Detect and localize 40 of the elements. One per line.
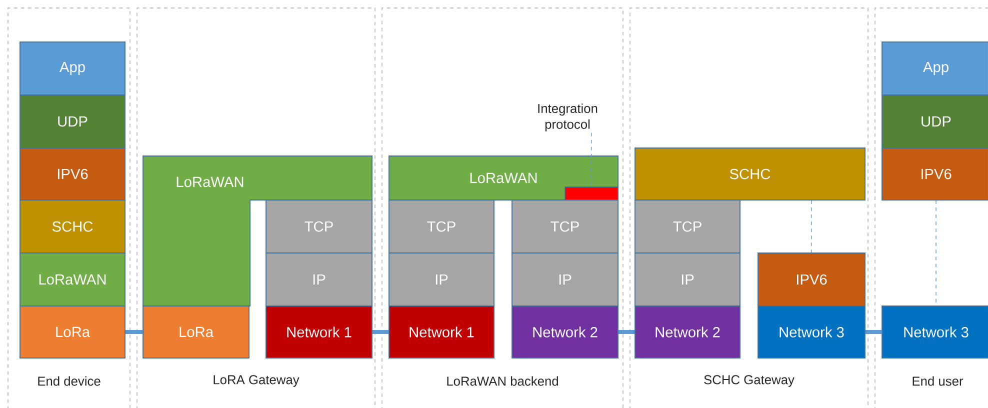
connector-line xyxy=(865,330,882,334)
connector-line xyxy=(372,330,389,334)
layer-block: Network 2 xyxy=(634,306,740,358)
layer-block: IP xyxy=(634,252,740,306)
layer-block: Network 1 xyxy=(266,306,372,358)
layer-block: SCHC xyxy=(20,200,126,254)
layer-block: IP xyxy=(388,252,494,306)
layer-block: UDP xyxy=(20,94,126,148)
layer-block: TCP xyxy=(266,200,372,254)
layer-block: IPV6 xyxy=(882,148,988,200)
layer-block: SCHC xyxy=(634,148,866,200)
layer-block: TCP xyxy=(388,200,494,254)
connector-line xyxy=(125,330,143,334)
layer-block: UDP xyxy=(882,94,988,148)
marker-box xyxy=(564,186,618,200)
connector-line xyxy=(618,330,635,334)
leader-line xyxy=(591,132,592,187)
layer-block: App xyxy=(882,42,988,96)
layer-block: Network 2 xyxy=(512,306,618,358)
layer-block: IPV6 xyxy=(20,148,126,200)
column-label: LoRA Gateway xyxy=(214,375,300,387)
column-label: End user xyxy=(912,376,964,386)
layer-block: Network 1 xyxy=(388,306,494,358)
callout-text: Integration protocol xyxy=(538,104,598,132)
column-label: LoRaWAN backend xyxy=(447,376,558,386)
layer-block: Network 3 xyxy=(758,306,866,358)
layer-block: TCP xyxy=(512,200,618,254)
layer-block: App xyxy=(20,42,126,96)
layer-block: LoRaWAN xyxy=(388,156,618,200)
layer-block: LoRa xyxy=(20,306,126,358)
column-label: SCHC Gateway xyxy=(704,375,794,387)
layer-block: IP xyxy=(266,252,372,306)
column-label: End device xyxy=(38,376,100,386)
layer-block: IPV6 xyxy=(758,252,866,306)
layer-block: LoRaWAN xyxy=(20,252,126,306)
layer-block: Network 3 xyxy=(882,306,988,358)
dashed-link xyxy=(811,200,812,253)
layer-block: TCP xyxy=(634,200,740,254)
layer-block: IP xyxy=(512,252,618,306)
layer-block: LoRa xyxy=(142,306,250,358)
